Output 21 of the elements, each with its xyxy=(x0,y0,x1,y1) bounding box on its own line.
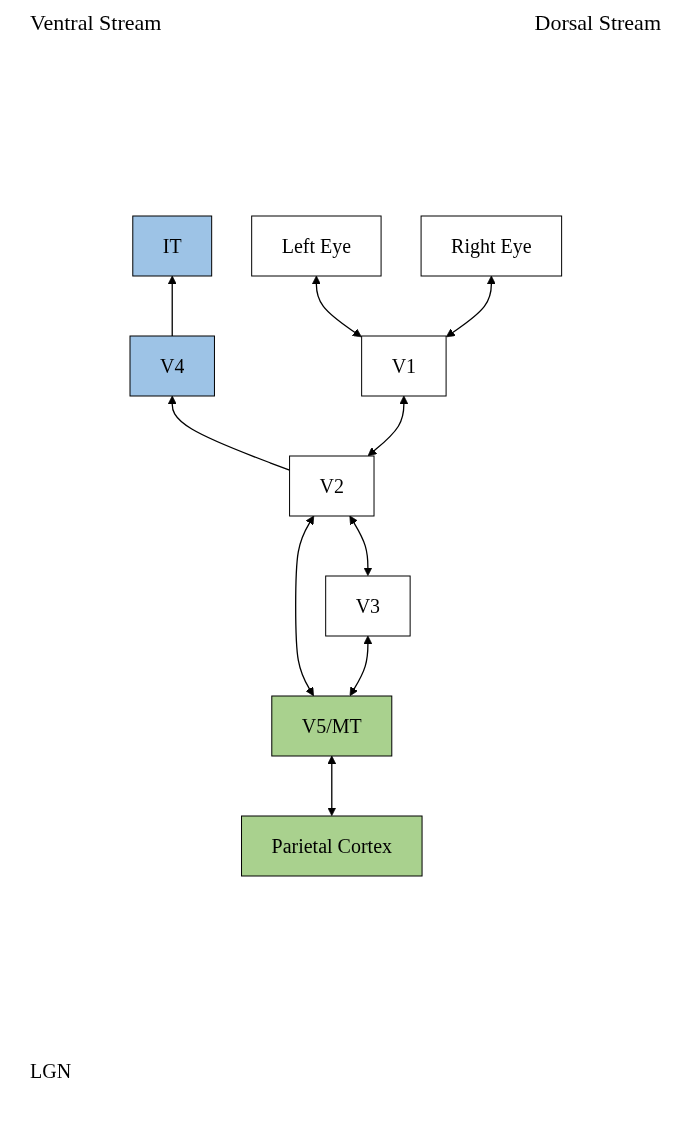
arrow xyxy=(167,395,290,471)
node-box: IT xyxy=(131,215,212,277)
node-box: V1 xyxy=(360,335,447,397)
node-box: Right Eye xyxy=(420,215,562,277)
node-box: V3 xyxy=(324,575,411,637)
arrow xyxy=(445,275,496,338)
arrow xyxy=(349,515,372,576)
arrow xyxy=(167,275,177,337)
node-box: V4 xyxy=(129,335,215,397)
pathway-label: LGN xyxy=(30,1060,73,1083)
node-box: V2 xyxy=(288,455,375,517)
arrow xyxy=(349,635,372,697)
node-box: Parietal Cortex xyxy=(240,815,423,877)
node-box: Left Eye xyxy=(250,215,382,277)
column-heading: Ventral Stream xyxy=(30,10,162,36)
arrow xyxy=(294,515,314,697)
arrow xyxy=(311,275,362,338)
node-box: V5/MT xyxy=(271,695,392,757)
column-heading: Dorsal Stream xyxy=(534,10,661,36)
arrow xyxy=(327,755,336,816)
arrow xyxy=(367,395,408,457)
